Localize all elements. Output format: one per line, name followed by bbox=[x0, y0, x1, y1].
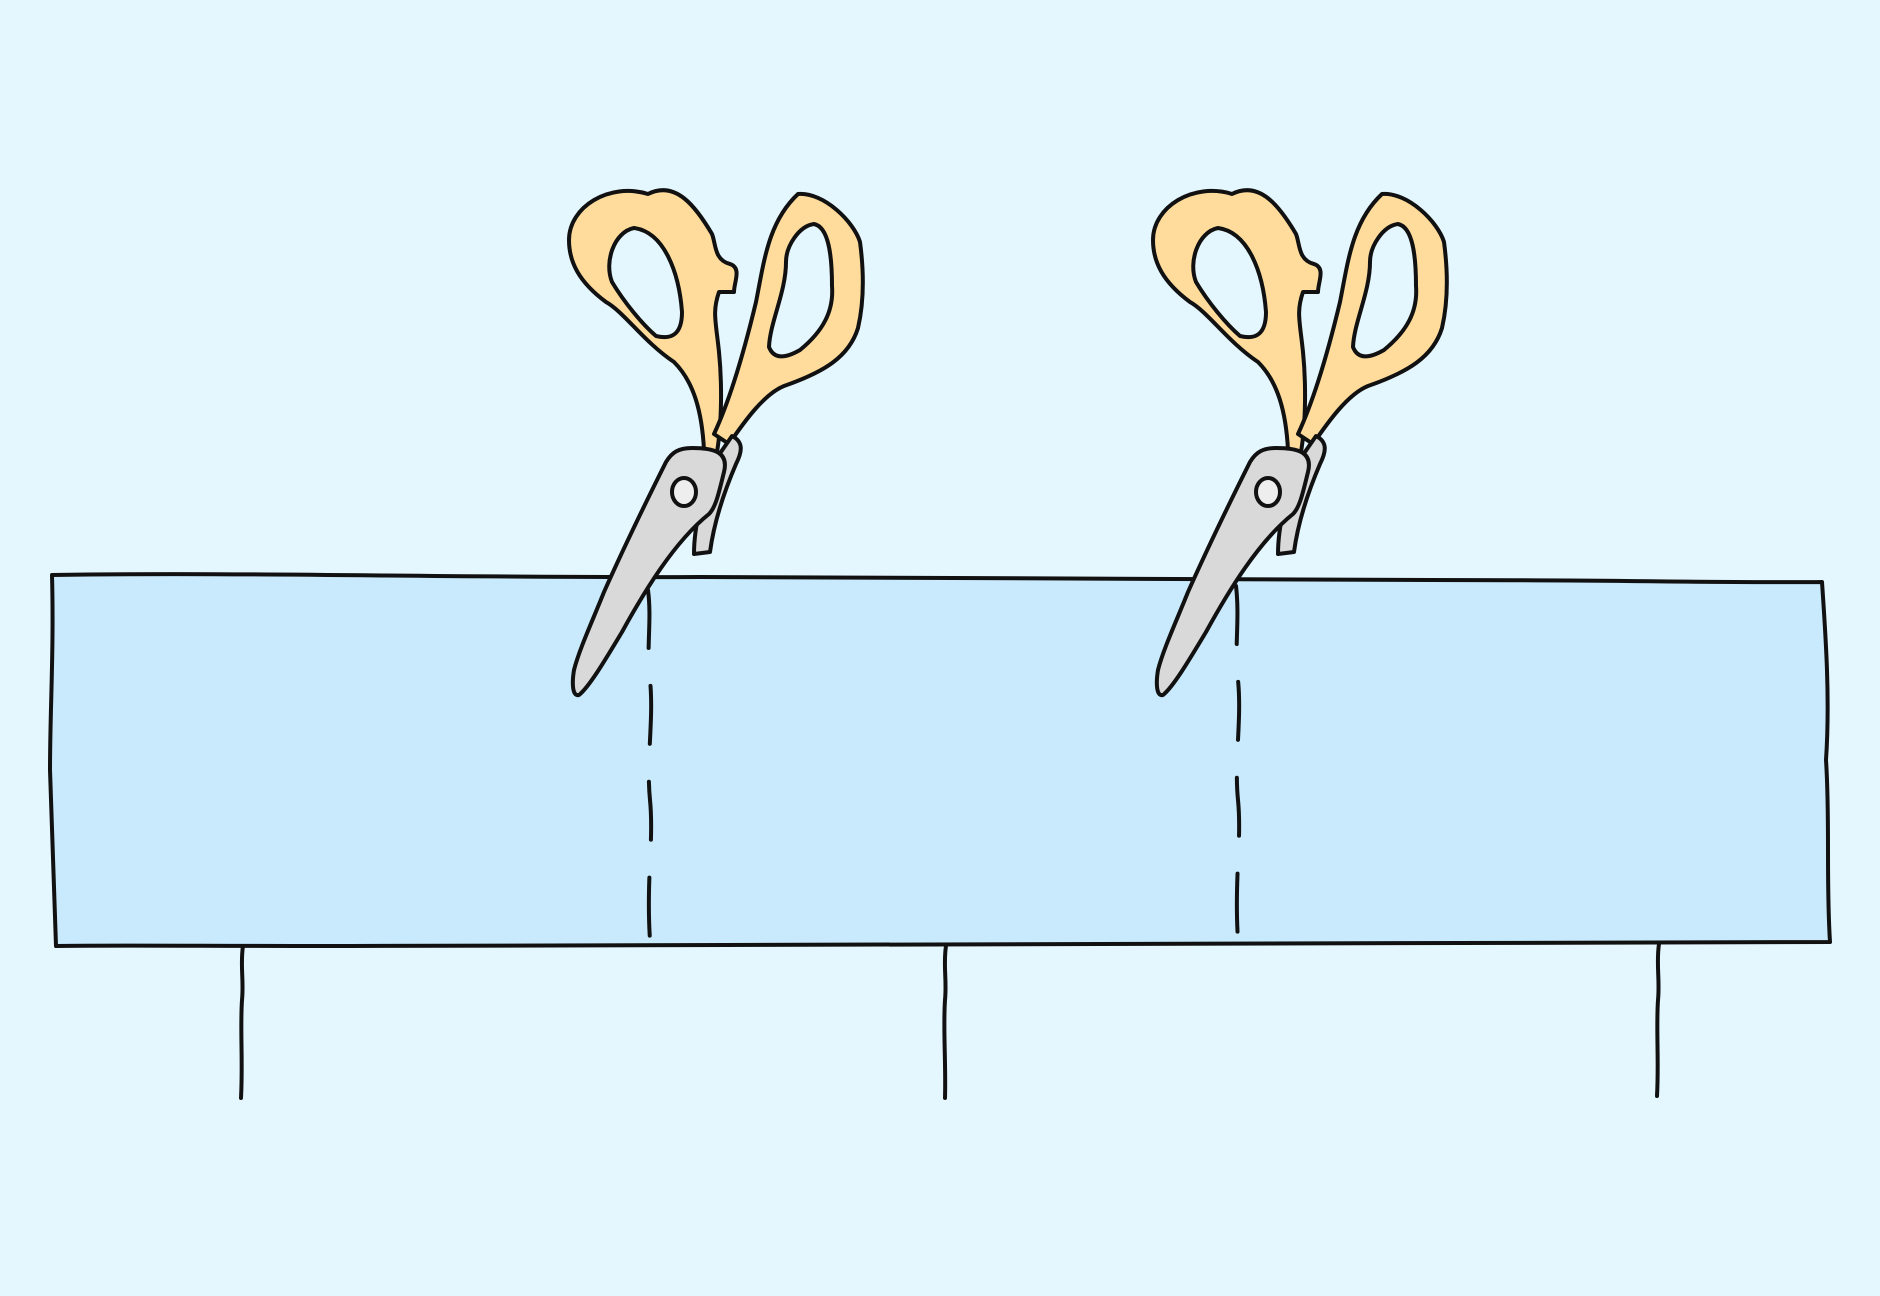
dashed-cut-guides bbox=[646, 584, 1242, 942]
support-lines bbox=[239, 942, 1661, 1100]
support-line-middle bbox=[942, 944, 948, 1100]
paper-strip bbox=[48, 572, 1832, 948]
dashed-cut-guide-right bbox=[1234, 584, 1242, 942]
dashed-cut-guide-left bbox=[646, 588, 654, 942]
support-line-right bbox=[1655, 942, 1661, 1098]
support-line-left bbox=[239, 944, 245, 1100]
